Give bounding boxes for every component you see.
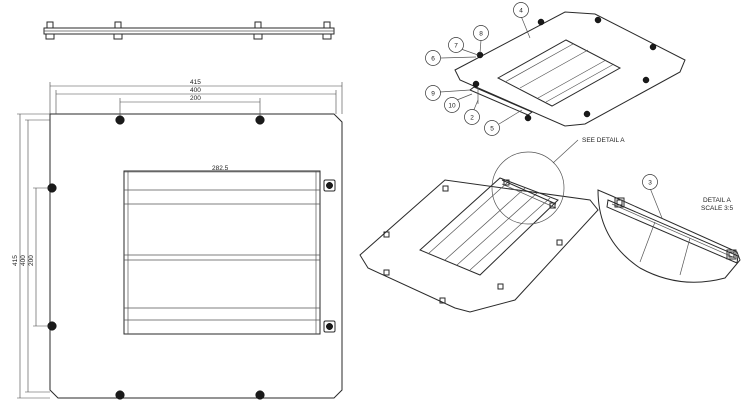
dim-top-outer: 415	[190, 79, 201, 86]
dim-left-inner: 200	[28, 255, 35, 266]
isometric-assembled-view	[359, 139, 599, 313]
dim-left-outer: 415	[12, 255, 19, 266]
svg-text:10: 10	[448, 103, 456, 110]
svg-text:9: 9	[431, 91, 435, 98]
svg-text:7: 7	[454, 43, 458, 50]
side-bolt-1	[45, 21, 55, 40]
svg-text:4: 4	[519, 8, 523, 15]
callout-10: 10	[444, 97, 460, 113]
svg-text:3: 3	[648, 180, 652, 187]
assembled-channel	[419, 177, 559, 276]
left-dimensions	[17, 113, 50, 399]
side-elevation-view	[43, 21, 335, 40]
callout-7: 7	[448, 37, 464, 53]
plate-outline	[49, 113, 343, 399]
dim-top-mid: 400	[190, 87, 201, 94]
side-bolt-4	[322, 21, 332, 40]
top-dimensions	[49, 82, 343, 173]
side-bolt-2	[113, 21, 123, 40]
see-detail-a-label: SEE DETAIL A	[582, 137, 625, 144]
callout-leaders	[439, 15, 531, 125]
dim-channel-width: 282.5	[212, 165, 229, 172]
plan-view: 415 400 200 282.5 415 400 200	[12, 79, 343, 400]
svg-text:5: 5	[490, 126, 494, 133]
svg-text:2: 2	[470, 115, 474, 122]
plan-bolt	[255, 115, 265, 125]
plan-bolt	[326, 182, 333, 189]
callout-3: 3	[642, 174, 658, 190]
callout-6: 6	[425, 50, 441, 66]
detail-a-title: DETAIL A	[703, 197, 731, 204]
side-bolt-3	[253, 21, 263, 40]
callout-5: 5	[484, 120, 500, 136]
plan-bolt	[326, 323, 333, 330]
channel-body	[123, 170, 321, 335]
detail-a-view	[597, 187, 741, 283]
dim-left-mid: 400	[20, 255, 27, 266]
callout-4: 4	[513, 2, 529, 18]
assembled-plate	[359, 179, 599, 313]
plan-bolt	[115, 390, 125, 400]
iso-channel	[496, 39, 622, 107]
detail-a-reference-circle	[491, 151, 565, 225]
plan-bolt	[115, 115, 125, 125]
svg-text:8: 8	[479, 31, 483, 38]
isometric-exploded-view	[454, 11, 686, 127]
iso-plate	[454, 11, 686, 127]
callout-8: 8	[473, 25, 489, 41]
callout-9: 9	[425, 85, 441, 101]
iso-retaining-bar	[469, 86, 533, 116]
plan-bolt	[255, 390, 265, 400]
detail-a-scale: SCALE 3:5	[701, 205, 734, 212]
dim-top-inner: 200	[190, 95, 201, 102]
detail-a-profile	[597, 189, 741, 283]
callout-2: 2	[464, 109, 480, 125]
svg-text:6: 6	[431, 56, 435, 63]
